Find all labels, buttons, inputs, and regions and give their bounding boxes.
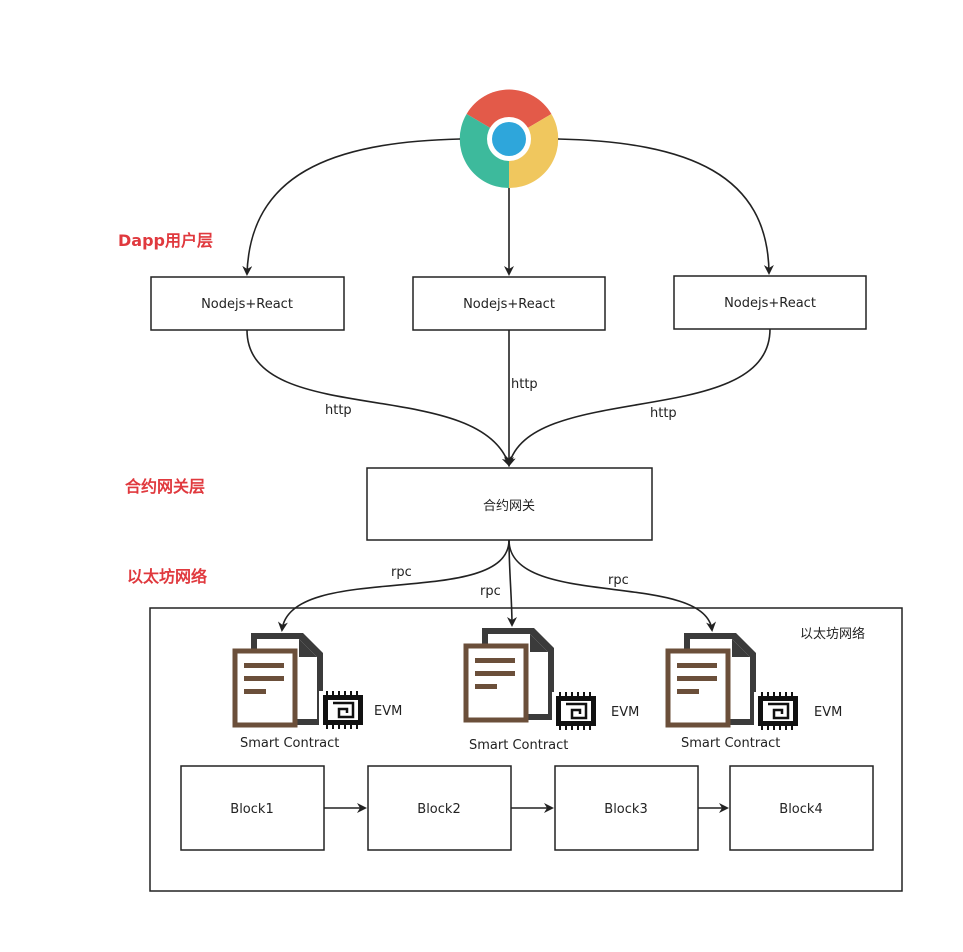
frontend-box-3: Nodejs+React — [673, 275, 867, 330]
layer-label-dapp: Dapp用户层 — [118, 231, 213, 250]
frontend-box-2: Nodejs+React — [412, 276, 606, 331]
smart-contract-label-2: Smart Contract — [469, 738, 568, 753]
cpu-chip-icon — [319, 691, 367, 729]
http-label-3: http — [650, 406, 677, 421]
smart-contract-label-1: Smart Contract — [240, 736, 339, 751]
cpu-chip-icon — [754, 692, 802, 730]
frontend-label-3: Nodejs+React — [724, 296, 816, 311]
rpc-label-3: rpc — [608, 573, 629, 588]
edge-rpc-2 — [506, 539, 517, 627]
smart-contract-3: EVM Smart Contract — [665, 633, 842, 751]
block-box-3: Block3 — [554, 765, 699, 851]
edge-browser-frontend-1 — [242, 138, 461, 276]
document-icon — [232, 633, 323, 728]
rpc-label-2: rpc — [480, 584, 501, 599]
block-label-2: Block2 — [417, 802, 460, 817]
chrome-center — [492, 122, 526, 156]
edge-rpc-1 — [277, 539, 510, 632]
frontend-label-2: Nodejs+React — [463, 297, 555, 312]
document-icon — [665, 633, 756, 728]
block-label-3: Block3 — [604, 802, 647, 817]
smart-contract-2: EVM Smart Contract — [463, 628, 639, 753]
rpc-label-1: rpc — [391, 565, 412, 580]
edge-http-3 — [506, 328, 771, 467]
block-box-1: Block1 — [180, 765, 325, 851]
layer-label-gateway: 合约网关层 — [125, 477, 205, 496]
document-icon — [463, 628, 554, 723]
smart-contract-1: EVM Smart Contract — [232, 633, 402, 751]
evm-label-3: EVM — [814, 705, 842, 720]
evm-label-2: EVM — [611, 705, 639, 720]
chrome-browser-icon — [459, 89, 559, 189]
frontend-label-1: Nodejs+React — [201, 297, 293, 312]
edge-http-1 — [246, 329, 512, 467]
chrome-red-segment — [466, 89, 552, 139]
network-container-label: 以太坊网络 — [800, 626, 865, 642]
block-box-4: Block4 — [729, 765, 874, 851]
cpu-chip-icon — [552, 692, 600, 730]
evm-label-1: EVM — [374, 704, 402, 719]
edge-browser-frontend-3 — [557, 138, 774, 275]
frontend-box-1: Nodejs+React — [150, 276, 345, 331]
http-label-1: http — [325, 403, 352, 418]
layer-label-ethereum: 以太坊网络 — [127, 567, 207, 586]
gateway-box: 合约网关 — [366, 467, 653, 541]
gateway-label: 合约网关 — [483, 499, 535, 514]
http-label-2: http — [511, 377, 538, 392]
smart-contract-label-3: Smart Contract — [681, 736, 780, 751]
block-label-4: Block4 — [779, 802, 822, 817]
block-box-2: Block2 — [367, 765, 512, 851]
edge-rpc-3 — [508, 539, 717, 632]
block-label-1: Block1 — [230, 802, 273, 817]
